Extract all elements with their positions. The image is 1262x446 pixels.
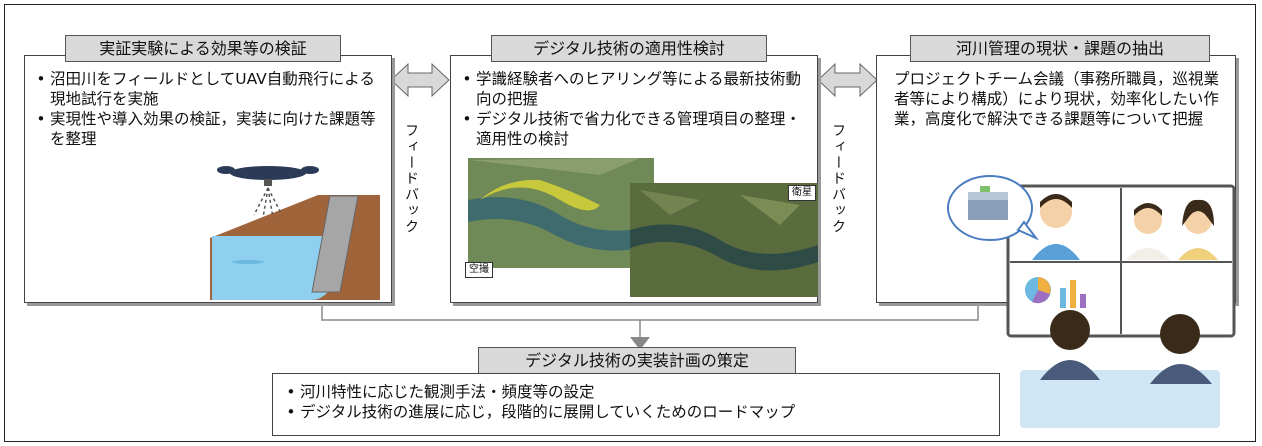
connector-down-arrow [630,337,650,350]
bullets-verification: •沼田川をフィールドとしてUAV自動飛行による現地試行を実施 •実現性や導入効果… [32,69,384,149]
bullet-item: •デジタル技術の進展に応じ，段階的に展開していくためのロードマップ [286,403,796,421]
panel-implementation-plan [272,373,1000,436]
bullet-item: •河川特性に応じた観測手法・頻度等の設定 [286,383,595,401]
header-verification: 実証実験による効果等の検証 [65,35,341,62]
header-current-issues: 河川管理の現状・課題の抽出 [910,35,1210,62]
bullets-applicability: •学識経験者へのヒアリング等による最新技術動向の把握 •デジタル技術で省力化でき… [458,69,810,149]
photo-label-satellite: 衛星 [788,185,816,201]
feedback-double-arrow-left [390,62,450,98]
header-implementation-plan: デジタル技術の実装計画の策定 [478,347,796,374]
header-applicability: デジタル技術の適用性検討 [491,35,767,62]
bullet-item: •デジタル技術で省力化できる管理項目の整理・適用性の検討 [462,110,801,148]
bullet-item: •学識経験者へのヒアリング等による最新技術動向の把握 [462,70,802,108]
photo-label-aerial: 空撮 [465,262,493,278]
feedback-connector-line [321,303,979,321]
outer-frame [4,4,1256,442]
text-current-issues: プロジェクトチーム会議（事務所職員，巡視業者等により構成）により現状，効率化した… [894,70,1220,128]
bullet-item: •実現性や導入効果の検証，実装に向けた課題等を整理 [36,110,376,148]
bullets-implementation-plan: •河川特性に応じた観測手法・頻度等の設定 •デジタル技術の進展に応じ，段階的に展… [282,382,994,422]
bullet-item: •沼田川をフィールドとしてUAV自動飛行による現地試行を実施 [36,70,375,108]
